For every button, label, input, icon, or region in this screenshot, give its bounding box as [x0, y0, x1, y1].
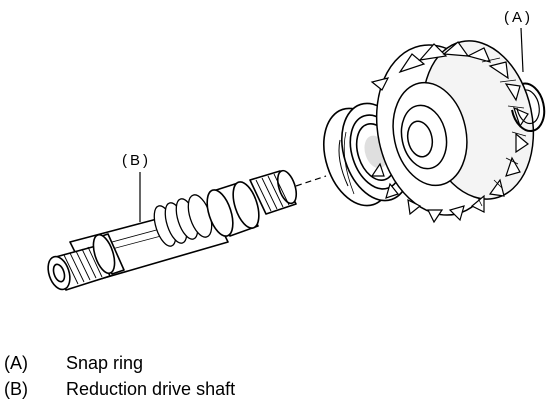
exploded-view-diagram: (A) (B)	[47, 9, 546, 291]
assembly-centerline	[295, 175, 327, 187]
callout-b-label: (B)	[122, 152, 151, 169]
legend-text-b: Reduction drive shaft	[66, 379, 236, 399]
legend-key-b: (B)	[4, 379, 28, 399]
legend-text-a: Snap ring	[66, 353, 144, 373]
legend-row-a: (A) Snap ring	[0, 350, 560, 376]
gear-teeth	[370, 41, 530, 224]
reduction-gear	[370, 40, 535, 224]
reduction-drive-shaft	[47, 169, 298, 291]
callout-b: (B)	[122, 152, 151, 222]
parts-legend: (A) Snap ring (B) Reduction drive shaft	[0, 350, 560, 402]
snap-ring	[511, 82, 546, 132]
legend-key-a: (A)	[4, 353, 28, 373]
legend-row-b: (B) Reduction drive shaft	[0, 376, 560, 402]
shaft-grooves	[153, 194, 213, 247]
callout-a-label: (A)	[504, 9, 533, 26]
shaft-left-spline	[47, 245, 111, 291]
shaft-right-spline	[249, 169, 298, 215]
callout-a: (A)	[504, 9, 533, 73]
